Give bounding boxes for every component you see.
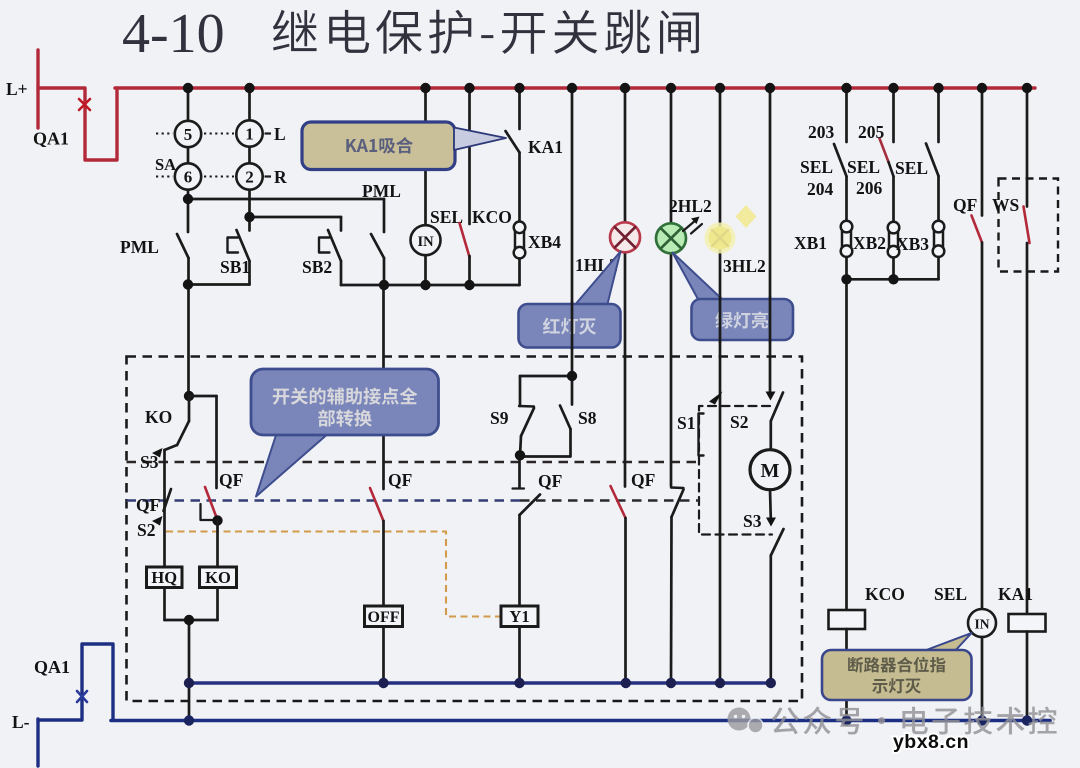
svg-text:XB1: XB1 [794, 233, 827, 253]
svg-text:M: M [761, 460, 780, 482]
svg-text:KA1: KA1 [998, 584, 1033, 604]
svg-text:R: R [274, 167, 287, 187]
svg-text:IN: IN [417, 234, 434, 250]
svg-text:3HL2: 3HL2 [723, 256, 766, 276]
svg-text:KA1: KA1 [528, 137, 563, 157]
svg-text:QF: QF [538, 471, 562, 491]
svg-text:QF: QF [388, 470, 412, 490]
svg-text:5: 5 [184, 125, 193, 144]
svg-text:S2: S2 [730, 412, 748, 432]
svg-text:S2: S2 [137, 520, 155, 540]
svg-text:XB3: XB3 [896, 234, 929, 254]
svg-text:XB4: XB4 [528, 232, 561, 252]
svg-text:S8: S8 [578, 408, 597, 428]
svg-text:ybx8.cn: ybx8.cn [893, 731, 969, 753]
svg-text:KCO: KCO [865, 584, 905, 604]
svg-text:205: 205 [858, 122, 885, 142]
svg-text:OFF: OFF [368, 609, 400, 626]
svg-text:L+: L+ [6, 79, 28, 99]
svg-text:Y1: Y1 [509, 607, 529, 626]
svg-text:SB1: SB1 [220, 257, 250, 277]
svg-text:206: 206 [856, 178, 883, 198]
svg-text:S9: S9 [490, 408, 509, 428]
svg-text:SA: SA [155, 155, 176, 174]
svg-text:203: 203 [808, 122, 835, 142]
svg-text:SEL: SEL [430, 207, 463, 227]
svg-text:2: 2 [245, 168, 254, 187]
svg-text:QF: QF [631, 470, 655, 490]
svg-text:S3: S3 [140, 452, 159, 472]
svg-text:PML: PML [120, 237, 159, 257]
svg-text:QA1: QA1 [33, 129, 69, 149]
svg-text:204: 204 [807, 179, 834, 199]
svg-text:QF: QF [219, 470, 243, 490]
svg-text:6: 6 [184, 168, 193, 187]
svg-text:KO: KO [205, 568, 231, 587]
svg-text:1: 1 [245, 125, 254, 144]
svg-text:QA1: QA1 [34, 657, 70, 677]
svg-text:XB2: XB2 [853, 233, 886, 253]
svg-text:HQ: HQ [151, 568, 177, 587]
svg-text:QF: QF [953, 195, 977, 215]
svg-text:IN: IN [974, 617, 989, 632]
svg-text:SEL: SEL [800, 157, 833, 177]
svg-text:SEL: SEL [847, 157, 880, 177]
svg-text:L-: L- [12, 712, 30, 732]
svg-text:4-10: 4-10 [122, 3, 225, 65]
svg-text:WS: WS [992, 195, 1019, 215]
svg-text:KO: KO [145, 407, 172, 427]
svg-text:2HL2: 2HL2 [669, 196, 712, 216]
svg-text:SEL: SEL [934, 584, 967, 604]
svg-text:S3: S3 [743, 511, 762, 531]
svg-text:PML: PML [362, 181, 401, 201]
svg-text:SB2: SB2 [302, 257, 332, 277]
svg-text:L: L [274, 124, 286, 144]
svg-text:KCO: KCO [472, 207, 512, 227]
svg-text:SEL: SEL [895, 158, 928, 178]
svg-text:QF: QF [136, 495, 160, 515]
svg-text:S1: S1 [677, 413, 695, 433]
